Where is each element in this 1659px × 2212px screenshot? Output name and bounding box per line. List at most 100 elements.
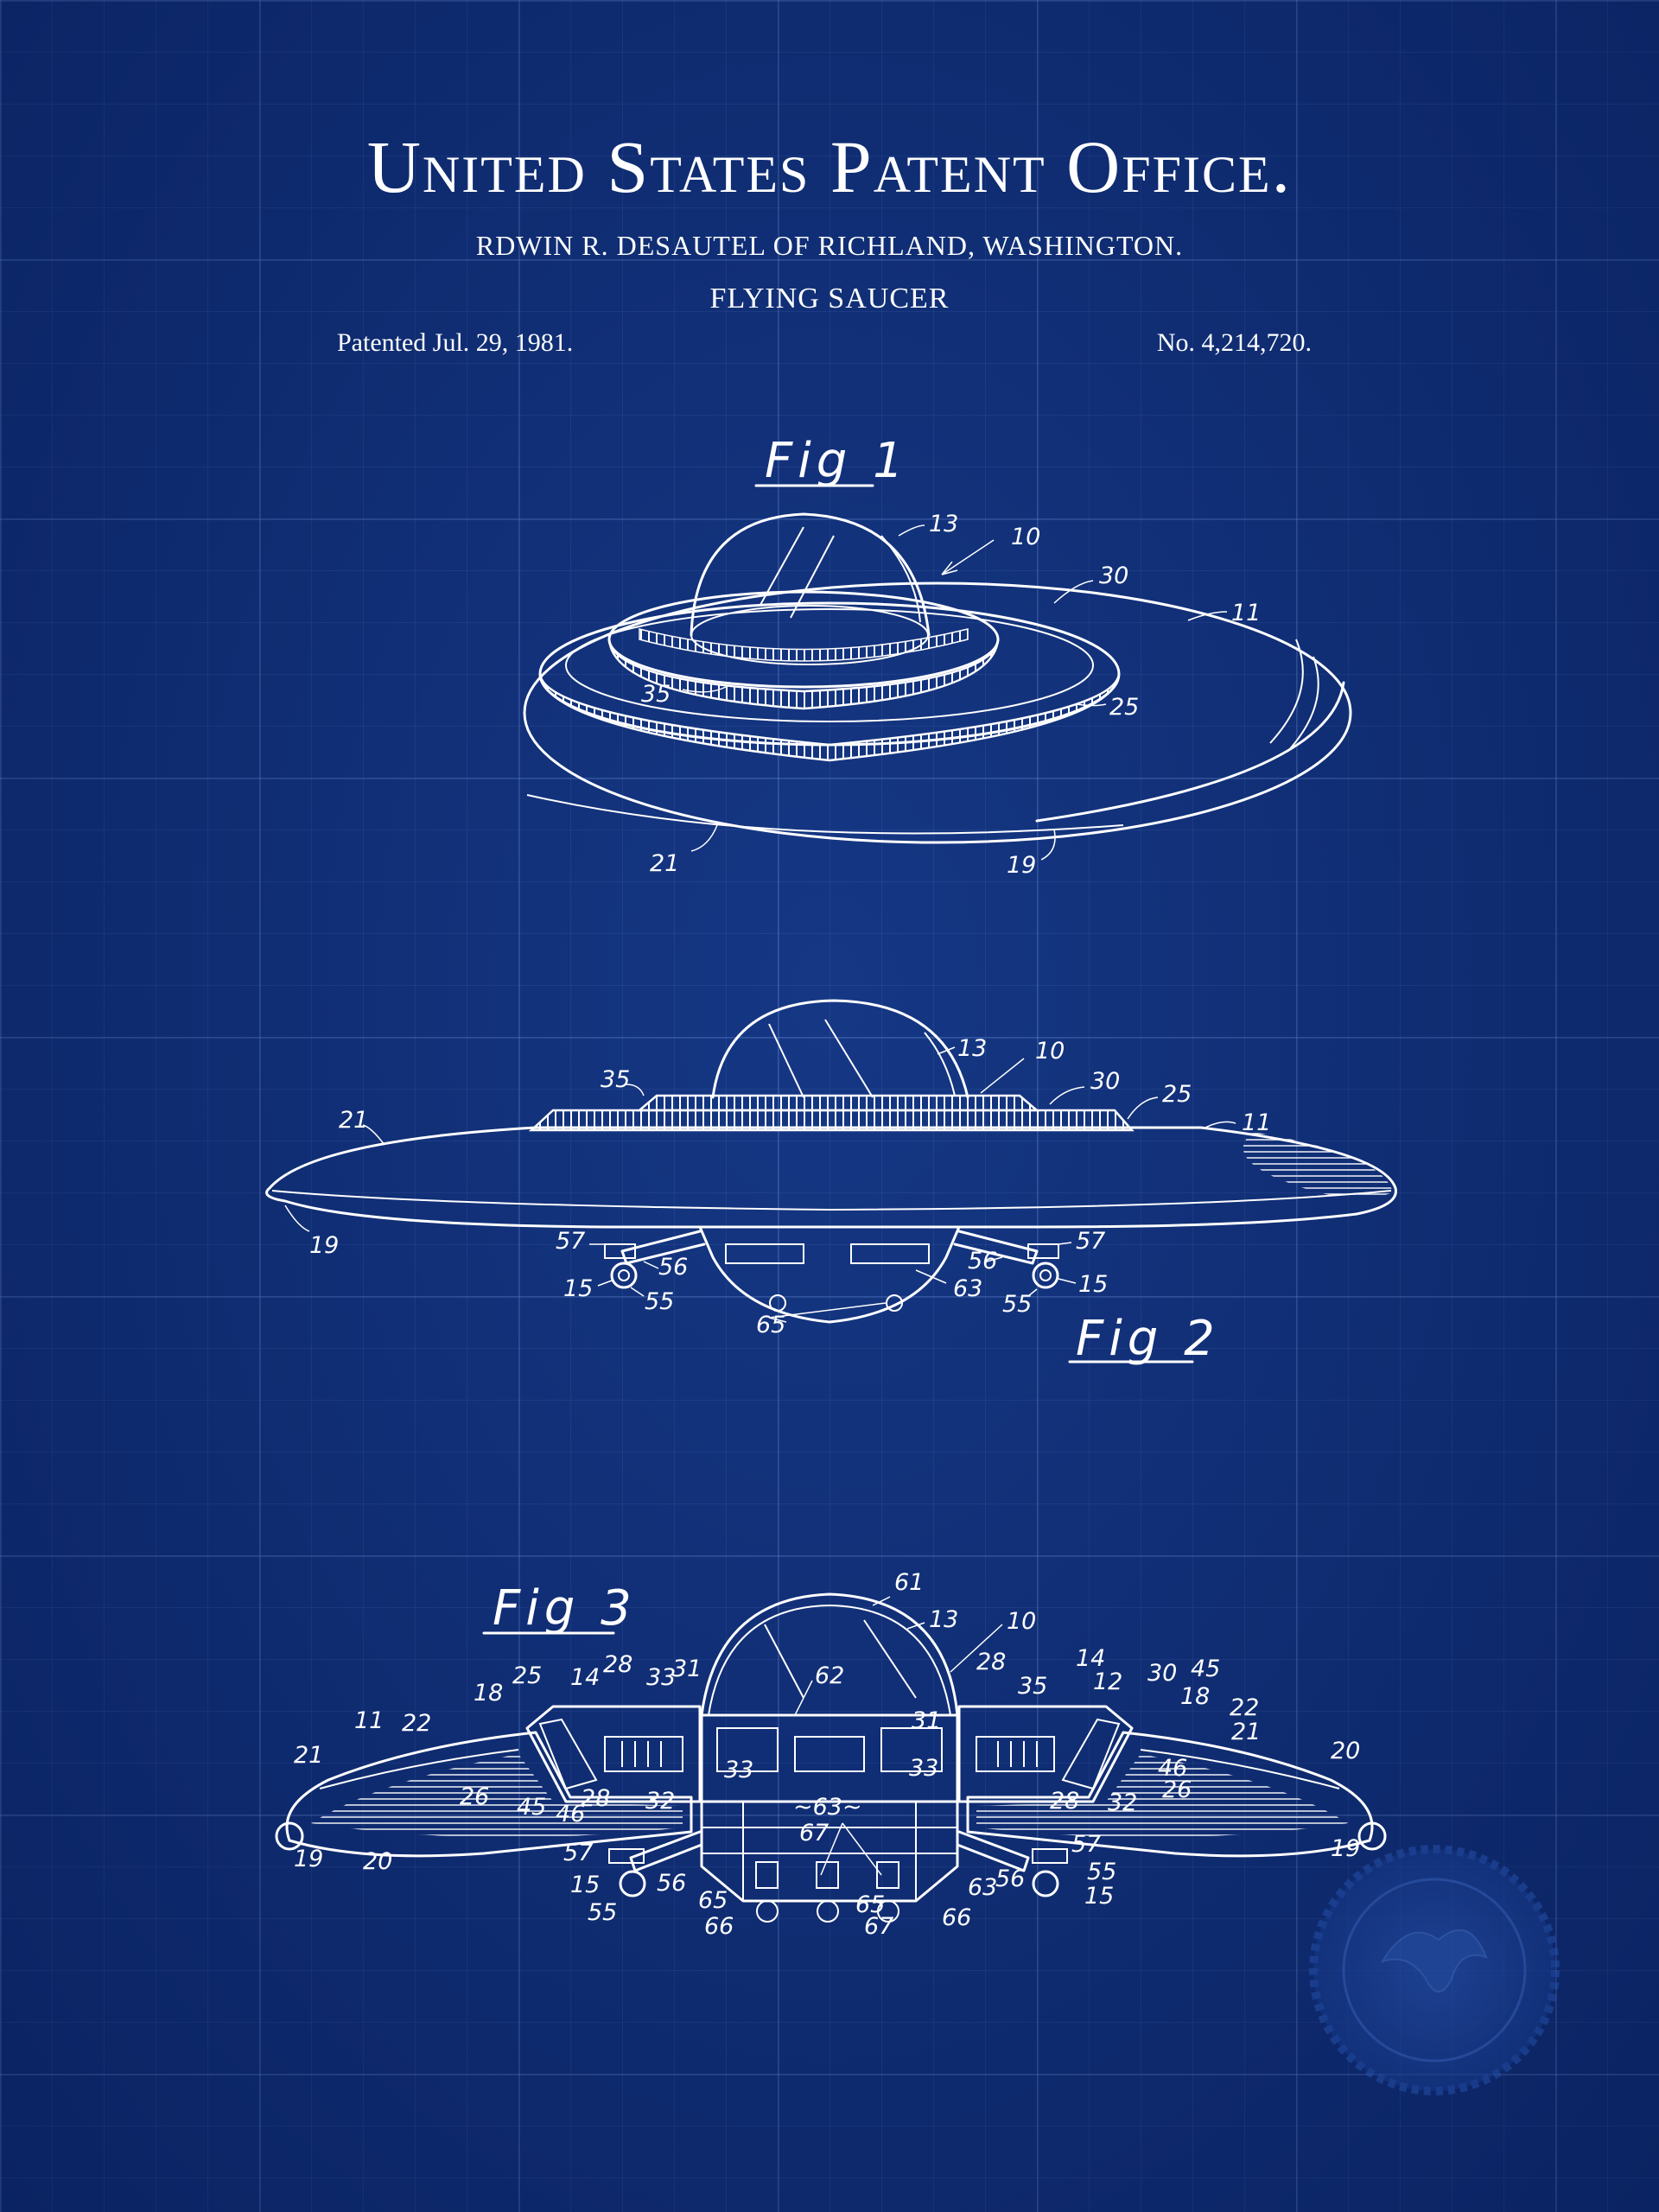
invention-title: FLYING SAUCER: [709, 283, 950, 315]
fig3-ref: 57: [563, 1840, 593, 1866]
fig2-ref: 19: [309, 1232, 339, 1259]
fig3-ref: 45: [517, 1794, 546, 1821]
figure-1: Fig 1 13 10 30 11 35 25: [523, 433, 1352, 879]
fig3-label-text: Fig 3: [493, 1580, 637, 1637]
inventor-line: RDWIN R. DESAUTEL OF RICHLAND, WASHINGTO…: [475, 230, 1184, 261]
fig3-ref: 46: [1158, 1755, 1187, 1782]
fig3-ref: 32: [1108, 1789, 1137, 1816]
fig3-ref: 67: [864, 1913, 893, 1940]
fig2-ref: 10: [1035, 1038, 1065, 1065]
fig3-ref: 18: [1180, 1683, 1210, 1710]
fig1-ref: 30: [1099, 563, 1128, 589]
fig2-hull: [265, 1126, 1397, 1229]
fig2-ref: 65: [756, 1312, 785, 1338]
fig1-label-text: Fig 1: [765, 433, 909, 489]
fig3-ref: ~63~: [793, 1794, 862, 1821]
fig3-ref: 21: [1231, 1719, 1261, 1745]
fig1-ref: 21: [650, 850, 679, 877]
fig3-ref: 33: [909, 1755, 938, 1782]
fig1-rim-shadow: [1035, 681, 1345, 823]
fig2-ref: 15: [1078, 1271, 1108, 1298]
fig3-ref: 46: [556, 1801, 585, 1827]
fig2-ref: 30: [1090, 1068, 1120, 1095]
fig3-wheel-left-15: [619, 1870, 646, 1897]
fig3-left-housing: [525, 1705, 702, 1803]
fig2-ref: 11: [1242, 1109, 1271, 1136]
fig2-ref: 25: [1162, 1081, 1192, 1108]
fig3-ref: 66: [704, 1913, 734, 1940]
fig1-label: Fig 1: [754, 433, 909, 489]
fig3-ref: 18: [474, 1680, 503, 1707]
fig1-ref: 19: [1007, 852, 1036, 879]
fig3-ref: 33: [646, 1664, 676, 1691]
fig3-ref: 61: [894, 1569, 924, 1596]
fig2-ref: 56: [658, 1254, 688, 1281]
fig1-ref: 35: [641, 681, 671, 708]
figure-3: Fig 3: [275, 1569, 1387, 1940]
fig2-ref: 21: [339, 1107, 368, 1134]
fig3-ref: 63: [968, 1874, 997, 1901]
fig2-platform-25: [528, 1109, 1135, 1132]
fig1-outer-disk: [523, 582, 1352, 844]
fig3-wheel-right-15: [1032, 1870, 1059, 1897]
fig3-ref: 31: [672, 1656, 702, 1682]
fig1-dome-13: [690, 512, 931, 637]
fig3-ref: 45: [1191, 1656, 1220, 1682]
fig1-ref: 13: [929, 511, 958, 537]
fig1-ref: 10: [1011, 524, 1040, 550]
fig3-ref: 66: [942, 1904, 971, 1931]
fig3-ref: 28: [976, 1649, 1006, 1675]
fig3-ref: 28: [603, 1651, 632, 1678]
fig3-ref: 35: [1018, 1673, 1047, 1700]
fig3-ref: 65: [698, 1887, 728, 1914]
fig3-ref: 12: [1093, 1669, 1122, 1695]
fig3-tip-left-19: [275, 1821, 304, 1851]
fig3-strut-right: [956, 1830, 1030, 1872]
fig3-ref: 15: [570, 1872, 600, 1898]
fig3-ref: 57: [1071, 1831, 1101, 1858]
patent-header: United States Patent Office. RDWIN R. DE…: [0, 130, 1659, 315]
fig3-ref: 21: [294, 1742, 323, 1769]
fig2-ref: 13: [957, 1035, 987, 1062]
fig3-right-housing: [957, 1705, 1134, 1803]
fig3-ref: 19: [1331, 1835, 1360, 1862]
fig3-ref: 11: [354, 1707, 384, 1734]
figure-2: Fig 2 13 10 35 30 25 11 21 19 57 56 15 5…: [265, 999, 1397, 1367]
fig2-label-text: Fig 2: [1076, 1311, 1220, 1367]
fig3-ref: 56: [657, 1870, 686, 1897]
fig3-ref: 15: [1084, 1883, 1114, 1910]
fig2-collar-35: [636, 1094, 1040, 1112]
embossed-seal-icon: [1309, 1845, 1560, 2095]
fig1-ref: 25: [1109, 694, 1139, 721]
fig1-ref: 11: [1231, 600, 1261, 626]
fig2-ref: 55: [645, 1288, 674, 1315]
fig3-ref: 22: [402, 1710, 431, 1737]
fig3-ref: 22: [1230, 1694, 1259, 1721]
fig3-right-wing: [966, 1731, 1374, 1858]
fig2-wheel-right-15: [1032, 1262, 1059, 1289]
fig3-left-wing: [285, 1731, 693, 1858]
fig3-tip-right-19: [1357, 1821, 1387, 1851]
fig2-dome-13: [711, 999, 969, 1099]
fig2-ref: 35: [601, 1066, 630, 1093]
fig3-ref: 55: [1087, 1859, 1116, 1885]
fig3-ref: 25: [512, 1662, 542, 1689]
office-title: United States Patent Office.: [366, 125, 1293, 208]
fig3-ref: 26: [460, 1783, 489, 1810]
fig3-ref: 13: [929, 1606, 958, 1633]
patent-date: Patented Jul. 29, 1981.: [337, 328, 574, 357]
fig3-ref: 30: [1147, 1660, 1177, 1687]
fig2-ref: 15: [563, 1275, 593, 1302]
fig3-strut-left: [629, 1830, 703, 1872]
fig2-ref: 57: [1076, 1228, 1105, 1255]
fig3-ref: 31: [912, 1707, 941, 1734]
fig2-ref: 56: [968, 1248, 997, 1274]
fig3-dome-13: [700, 1592, 959, 1717]
fig3-ref: 56: [995, 1866, 1025, 1892]
fig3-ref: 20: [1331, 1738, 1360, 1764]
fig3-ref: 20: [363, 1848, 392, 1875]
fig3-ref: 67: [799, 1820, 829, 1847]
fig3-ref: 14: [1076, 1645, 1105, 1672]
fig3-ref: 65: [855, 1891, 885, 1918]
